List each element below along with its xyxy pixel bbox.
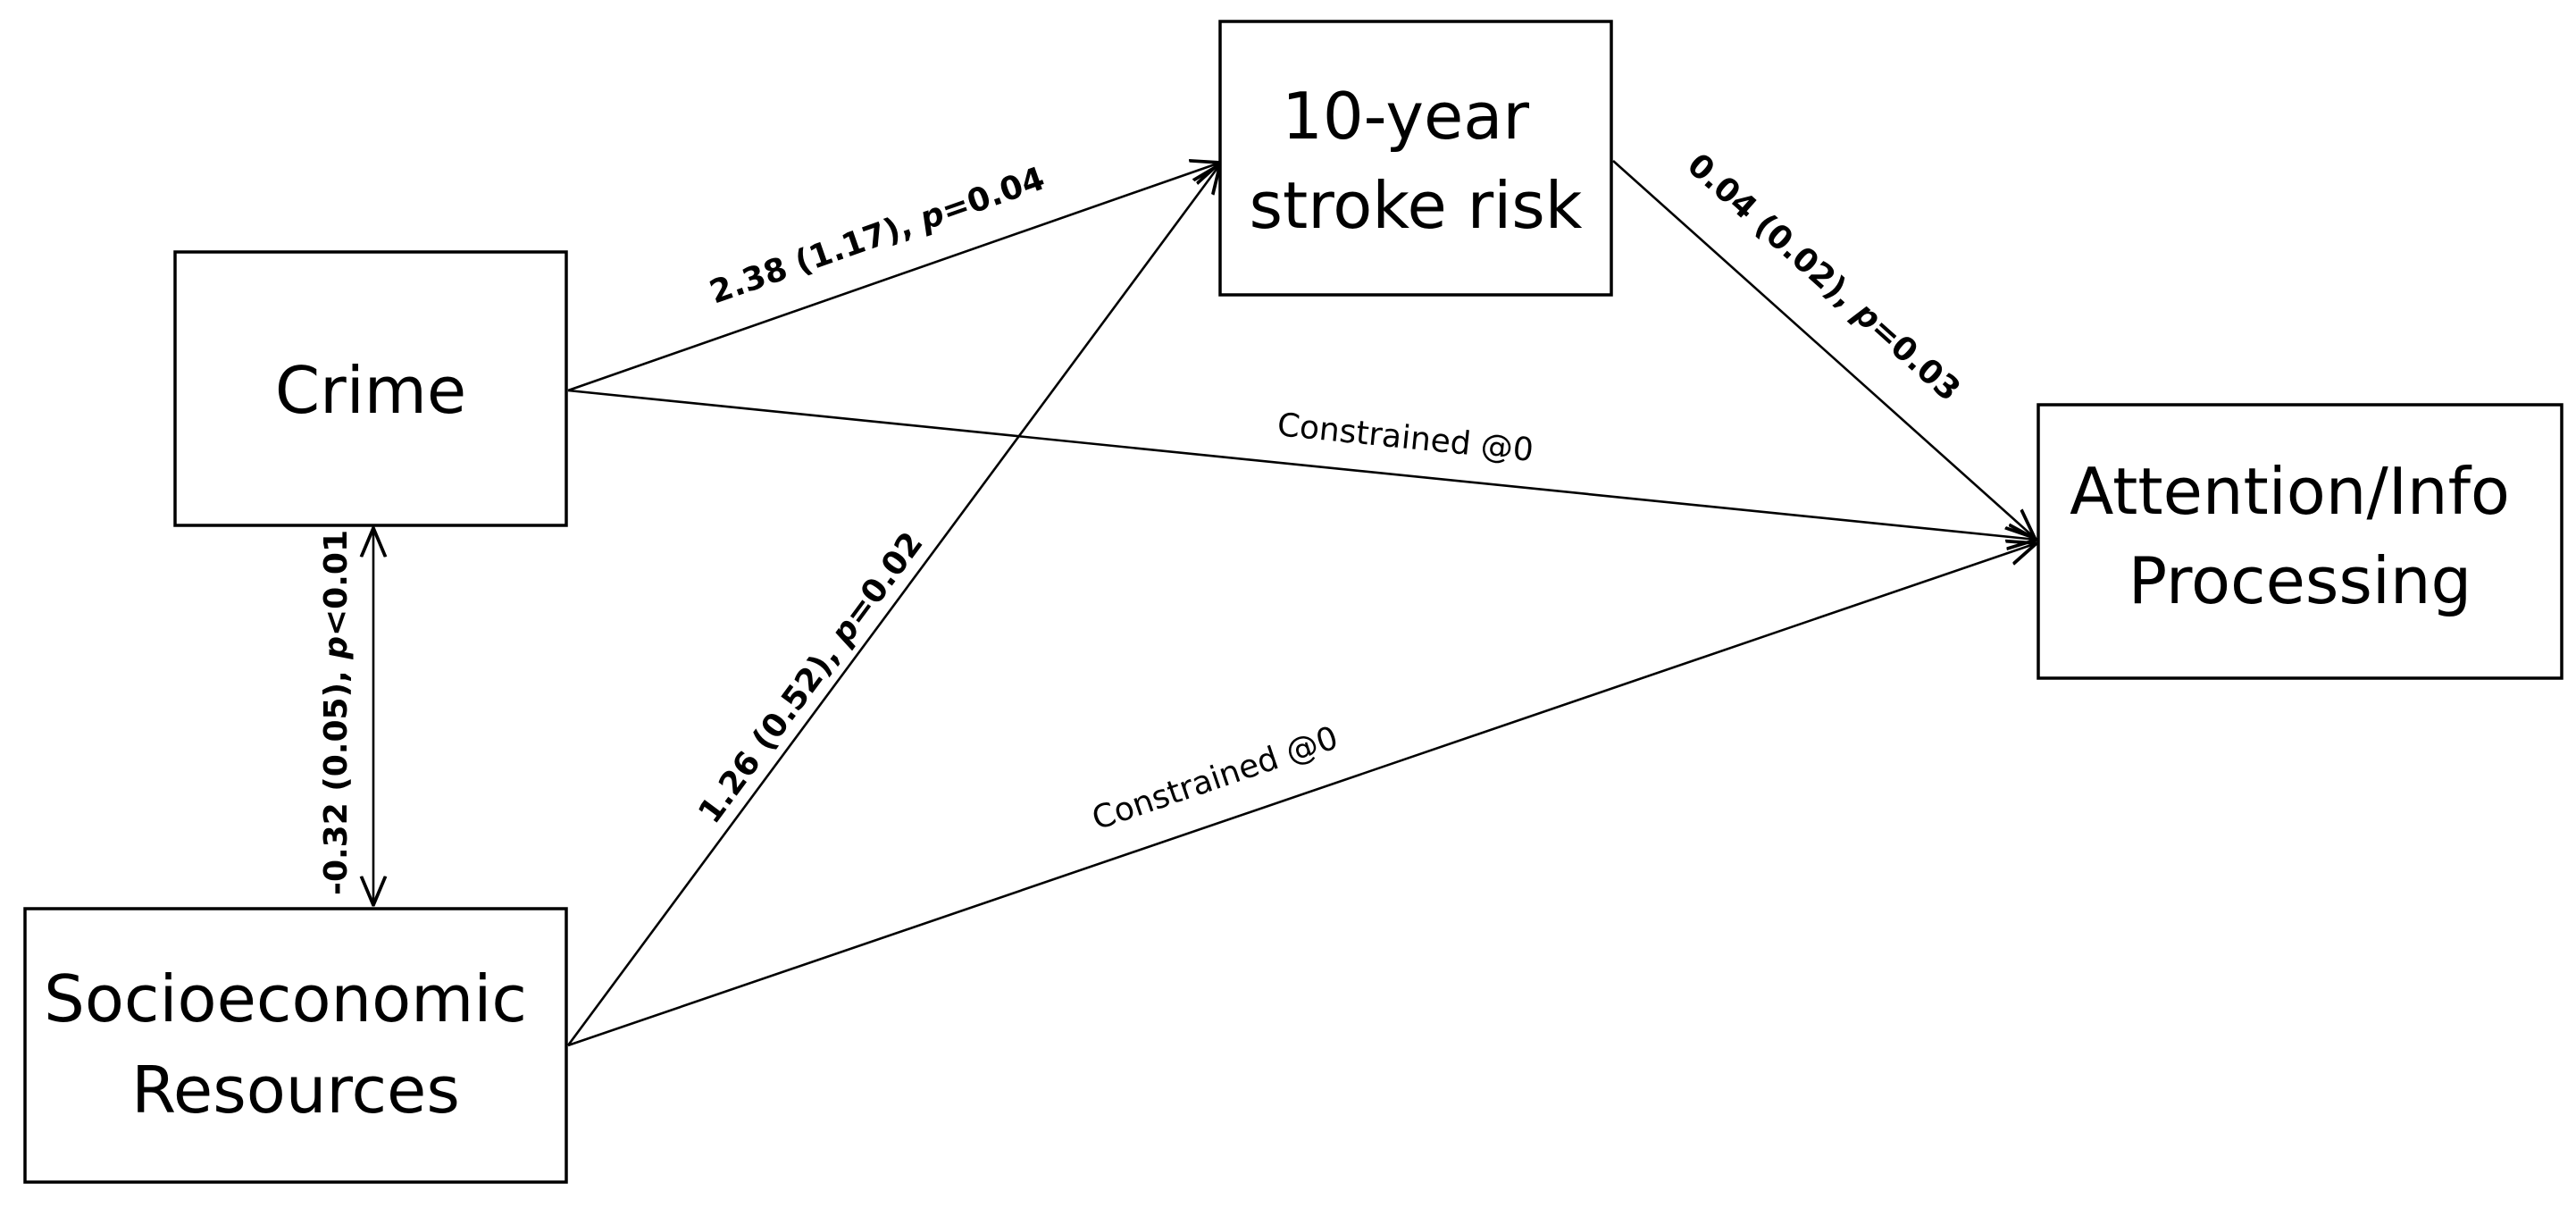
node-attention-processing: Attention/Info Processing <box>2037 403 2563 680</box>
path-stroke-risk-to-attention <box>1612 160 2035 538</box>
label-ses-to-attention: Constrained @0 <box>1088 719 1343 837</box>
path-crime-to-stroke-risk <box>567 163 1220 392</box>
label-crime-ses-covariance: -0.32 (0.05), p<0.01 <box>318 530 355 895</box>
node-socioeconomic-label: Socioeconomic Resources <box>44 961 548 1128</box>
path-ses-to-stroke-risk <box>566 164 1220 1046</box>
label-crime-to-stroke-risk: 2.38 (1.17), p=0.04 <box>705 161 1049 312</box>
label-ses-to-stroke-risk: 1.26 (0.52), p=0.02 <box>691 525 930 830</box>
node-crime-label: Crime <box>275 353 466 428</box>
label-crime-to-attention: Constrained @0 <box>1275 407 1535 469</box>
node-crime: Crime <box>173 250 568 527</box>
node-stroke-risk-label: 10-year stroke risk <box>1250 79 1583 243</box>
path-ses-to-attention <box>567 543 2037 1047</box>
node-stroke-risk: 10-year stroke risk <box>1218 20 1613 297</box>
label-stroke-risk-to-attention: 0.04 (0.02), p=0.03 <box>1680 147 1967 408</box>
node-socioeconomic-resources: Socioeconomic Resources <box>23 907 568 1184</box>
path-crime-to-attention <box>567 389 2037 540</box>
node-attention-label: Attention/Info Processing <box>2070 454 2530 618</box>
